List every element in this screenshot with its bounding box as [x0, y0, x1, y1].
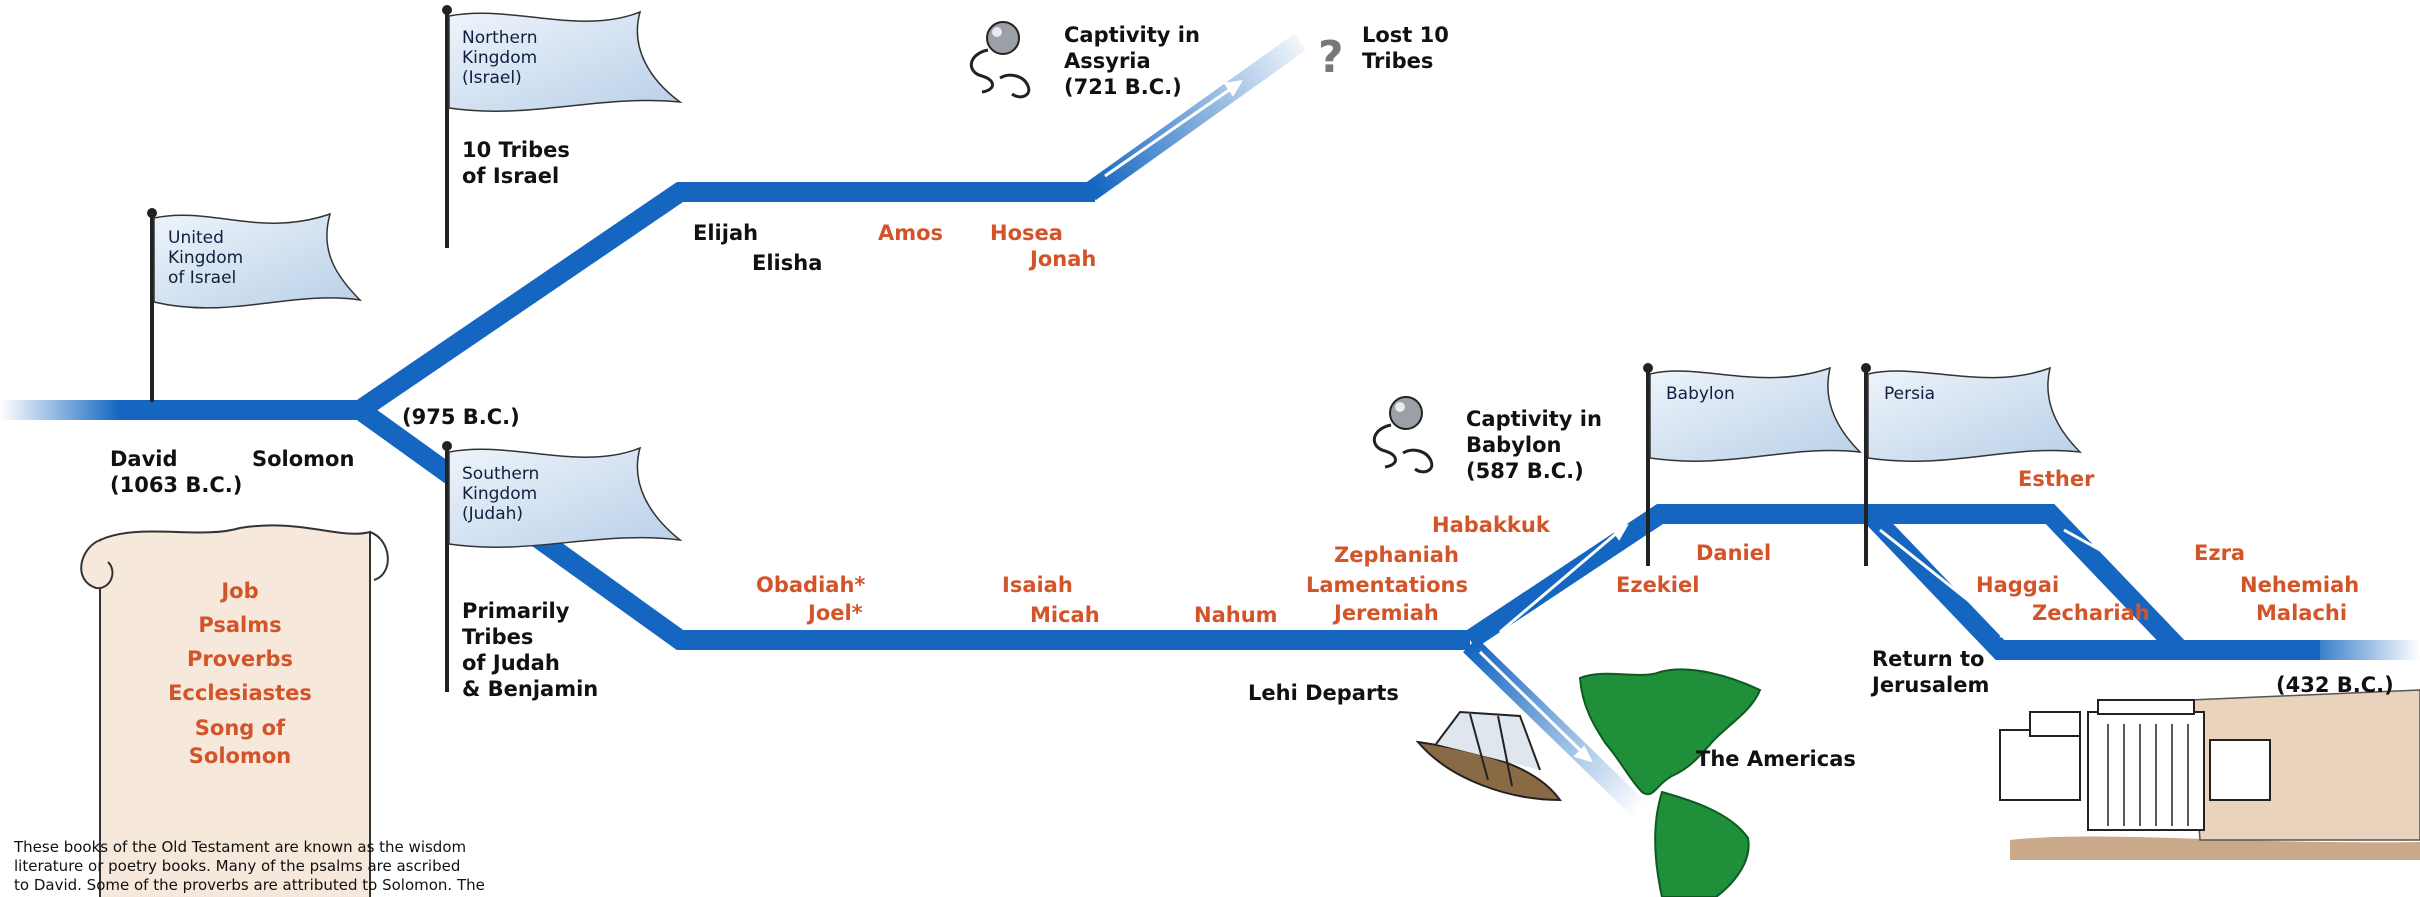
svg-text:?: ?: [1318, 32, 1344, 83]
prophet-micah: Micah: [1030, 603, 1100, 627]
scroll-icon: [80, 524, 389, 897]
babylon-persia-path: [1464, 504, 2320, 660]
ship-icon: [1415, 710, 1562, 802]
caption-text: These books of the Old Testament are kno…: [14, 838, 485, 894]
scroll-book: Psalms: [198, 613, 282, 637]
scroll-book: Job: [221, 579, 259, 603]
scroll-book-list: Job Psalms Proverbs Ecclesiastes Song of…: [120, 574, 360, 770]
lehi-departs-label: Lehi Departs: [1248, 681, 1399, 705]
americas-label: The Americas: [1696, 747, 1856, 771]
prophet-amos: Amos: [878, 221, 944, 245]
return-jerusalem-label: Return to Jerusalem: [1872, 647, 1990, 697]
southern-kingdom-flag-label: Southern Kingdom (Judah): [462, 464, 540, 524]
trunk-fade: [0, 400, 120, 420]
southern-tribes-label: Primarily Tribes of Judah & Benjamin: [462, 599, 599, 701]
northern-kingdom-flag: [442, 5, 683, 248]
prophet-lamentations: Lamentations: [1306, 573, 1468, 597]
babylon-flag: [1643, 363, 1863, 566]
prophet-zephaniah: Zephaniah: [1334, 543, 1459, 567]
northern-kingdom-flag-label: Northern Kingdom (Israel): [462, 28, 538, 88]
split-date-label: (975 B.C.): [402, 405, 520, 429]
path-arrows: [1104, 80, 2260, 763]
solomon-label: Solomon: [252, 447, 355, 471]
prophet-jonah: Jonah: [1030, 247, 1097, 271]
temple-icon: [1999, 689, 2420, 860]
prophet-isaiah: Isaiah: [1002, 573, 1073, 597]
question-mark-icon: ?: [1318, 32, 1344, 83]
end-date-label: (432 B.C.): [2276, 673, 2394, 697]
northern-kingdom-path: [354, 182, 1095, 419]
prophet-malachi: Malachi: [2256, 601, 2348, 625]
prophet-ezekiel: Ezekiel: [1616, 573, 1700, 597]
chains-icon: [970, 21, 1031, 99]
prophet-haggai: Haggai: [1976, 573, 2060, 597]
prophet-jeremiah: Jeremiah: [1334, 601, 1439, 625]
prophet-elisha: Elisha: [752, 251, 823, 275]
prophet-ezra: Ezra: [2194, 541, 2246, 565]
prophet-obadiah: Obadiah*: [756, 573, 866, 597]
assyria-path: [1084, 33, 1306, 201]
lost-tribes-label: Lost 10 Tribes: [1362, 23, 1449, 73]
americas-map-icon: [1578, 668, 1762, 897]
united-kingdom-flag-label: United Kingdom of Israel: [168, 228, 244, 288]
persia-flag-label: Persia: [1884, 384, 1936, 404]
prophet-zechariah: Zechariah: [2032, 601, 2150, 625]
united-kingdom-flag: [147, 208, 363, 402]
return-path: [1862, 507, 2190, 660]
prophet-nahum: Nahum: [1194, 603, 1278, 627]
prophet-esther: Esther: [2018, 467, 2095, 491]
prophet-hosea: Hosea: [990, 221, 1063, 245]
babylon-captivity-label: Captivity in Babylon (587 B.C.): [1466, 407, 1602, 483]
scroll-book: Ecclesiastes: [168, 681, 312, 705]
prophet-elijah: Elijah: [693, 221, 759, 245]
scroll-book: Song of Solomon: [188, 716, 292, 768]
scroll-book: Proverbs: [187, 647, 293, 671]
david-label: David (1063 B.C.): [110, 447, 243, 497]
persia-flag: [1861, 363, 2083, 566]
prophet-nehemiah: Nehemiah: [2240, 573, 2360, 597]
prophet-joel: Joel*: [808, 601, 863, 625]
assyria-captivity-label: Captivity in Assyria (721 B.C.): [1064, 23, 1200, 99]
southern-kingdom-flag: [442, 441, 683, 692]
chains-icon: [1373, 396, 1434, 474]
end-fade: [2300, 640, 2420, 660]
prophet-habakkuk: Habakkuk: [1432, 513, 1550, 537]
prophet-daniel: Daniel: [1696, 541, 1772, 565]
babylon-flag-label: Babylon: [1666, 384, 1735, 404]
ten-tribes-label: 10 Tribes of Israel: [462, 138, 570, 188]
